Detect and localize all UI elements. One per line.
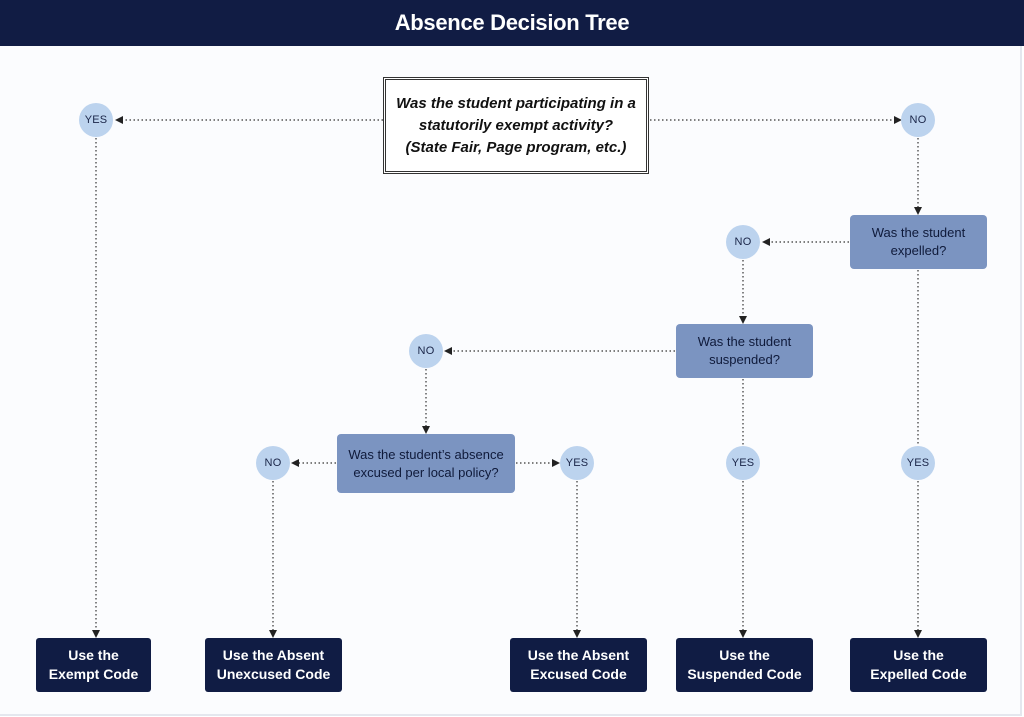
root-question-box: Was the student participating in a statu…: [383, 77, 649, 174]
page-title: Absence Decision Tree: [0, 0, 1024, 46]
question-suspended-box: Was the student suspended?: [676, 324, 813, 378]
result-absent-unexcused-code: Use the Absent Unexcused Code: [205, 638, 342, 692]
result-exempt-code: Use the Exempt Code: [36, 638, 151, 692]
answer-root-yes: YES: [79, 103, 113, 137]
answer-suspended-no: NO: [409, 334, 443, 368]
result-suspended-code: Use the Suspended Code: [676, 638, 813, 692]
answer-expelled-yes: YES: [901, 446, 935, 480]
result-expelled-code: Use the Expelled Code: [850, 638, 987, 692]
question-excused-box: Was the student’s absence excused per lo…: [337, 434, 515, 493]
answer-expelled-no: NO: [726, 225, 760, 259]
answer-excused-no: NO: [256, 446, 290, 480]
answer-root-no: NO: [901, 103, 935, 137]
question-expelled-box: Was the student expelled?: [850, 215, 987, 269]
answer-suspended-yes: YES: [726, 446, 760, 480]
result-absent-excused-code: Use the Absent Excused Code: [510, 638, 647, 692]
answer-excused-yes: YES: [560, 446, 594, 480]
